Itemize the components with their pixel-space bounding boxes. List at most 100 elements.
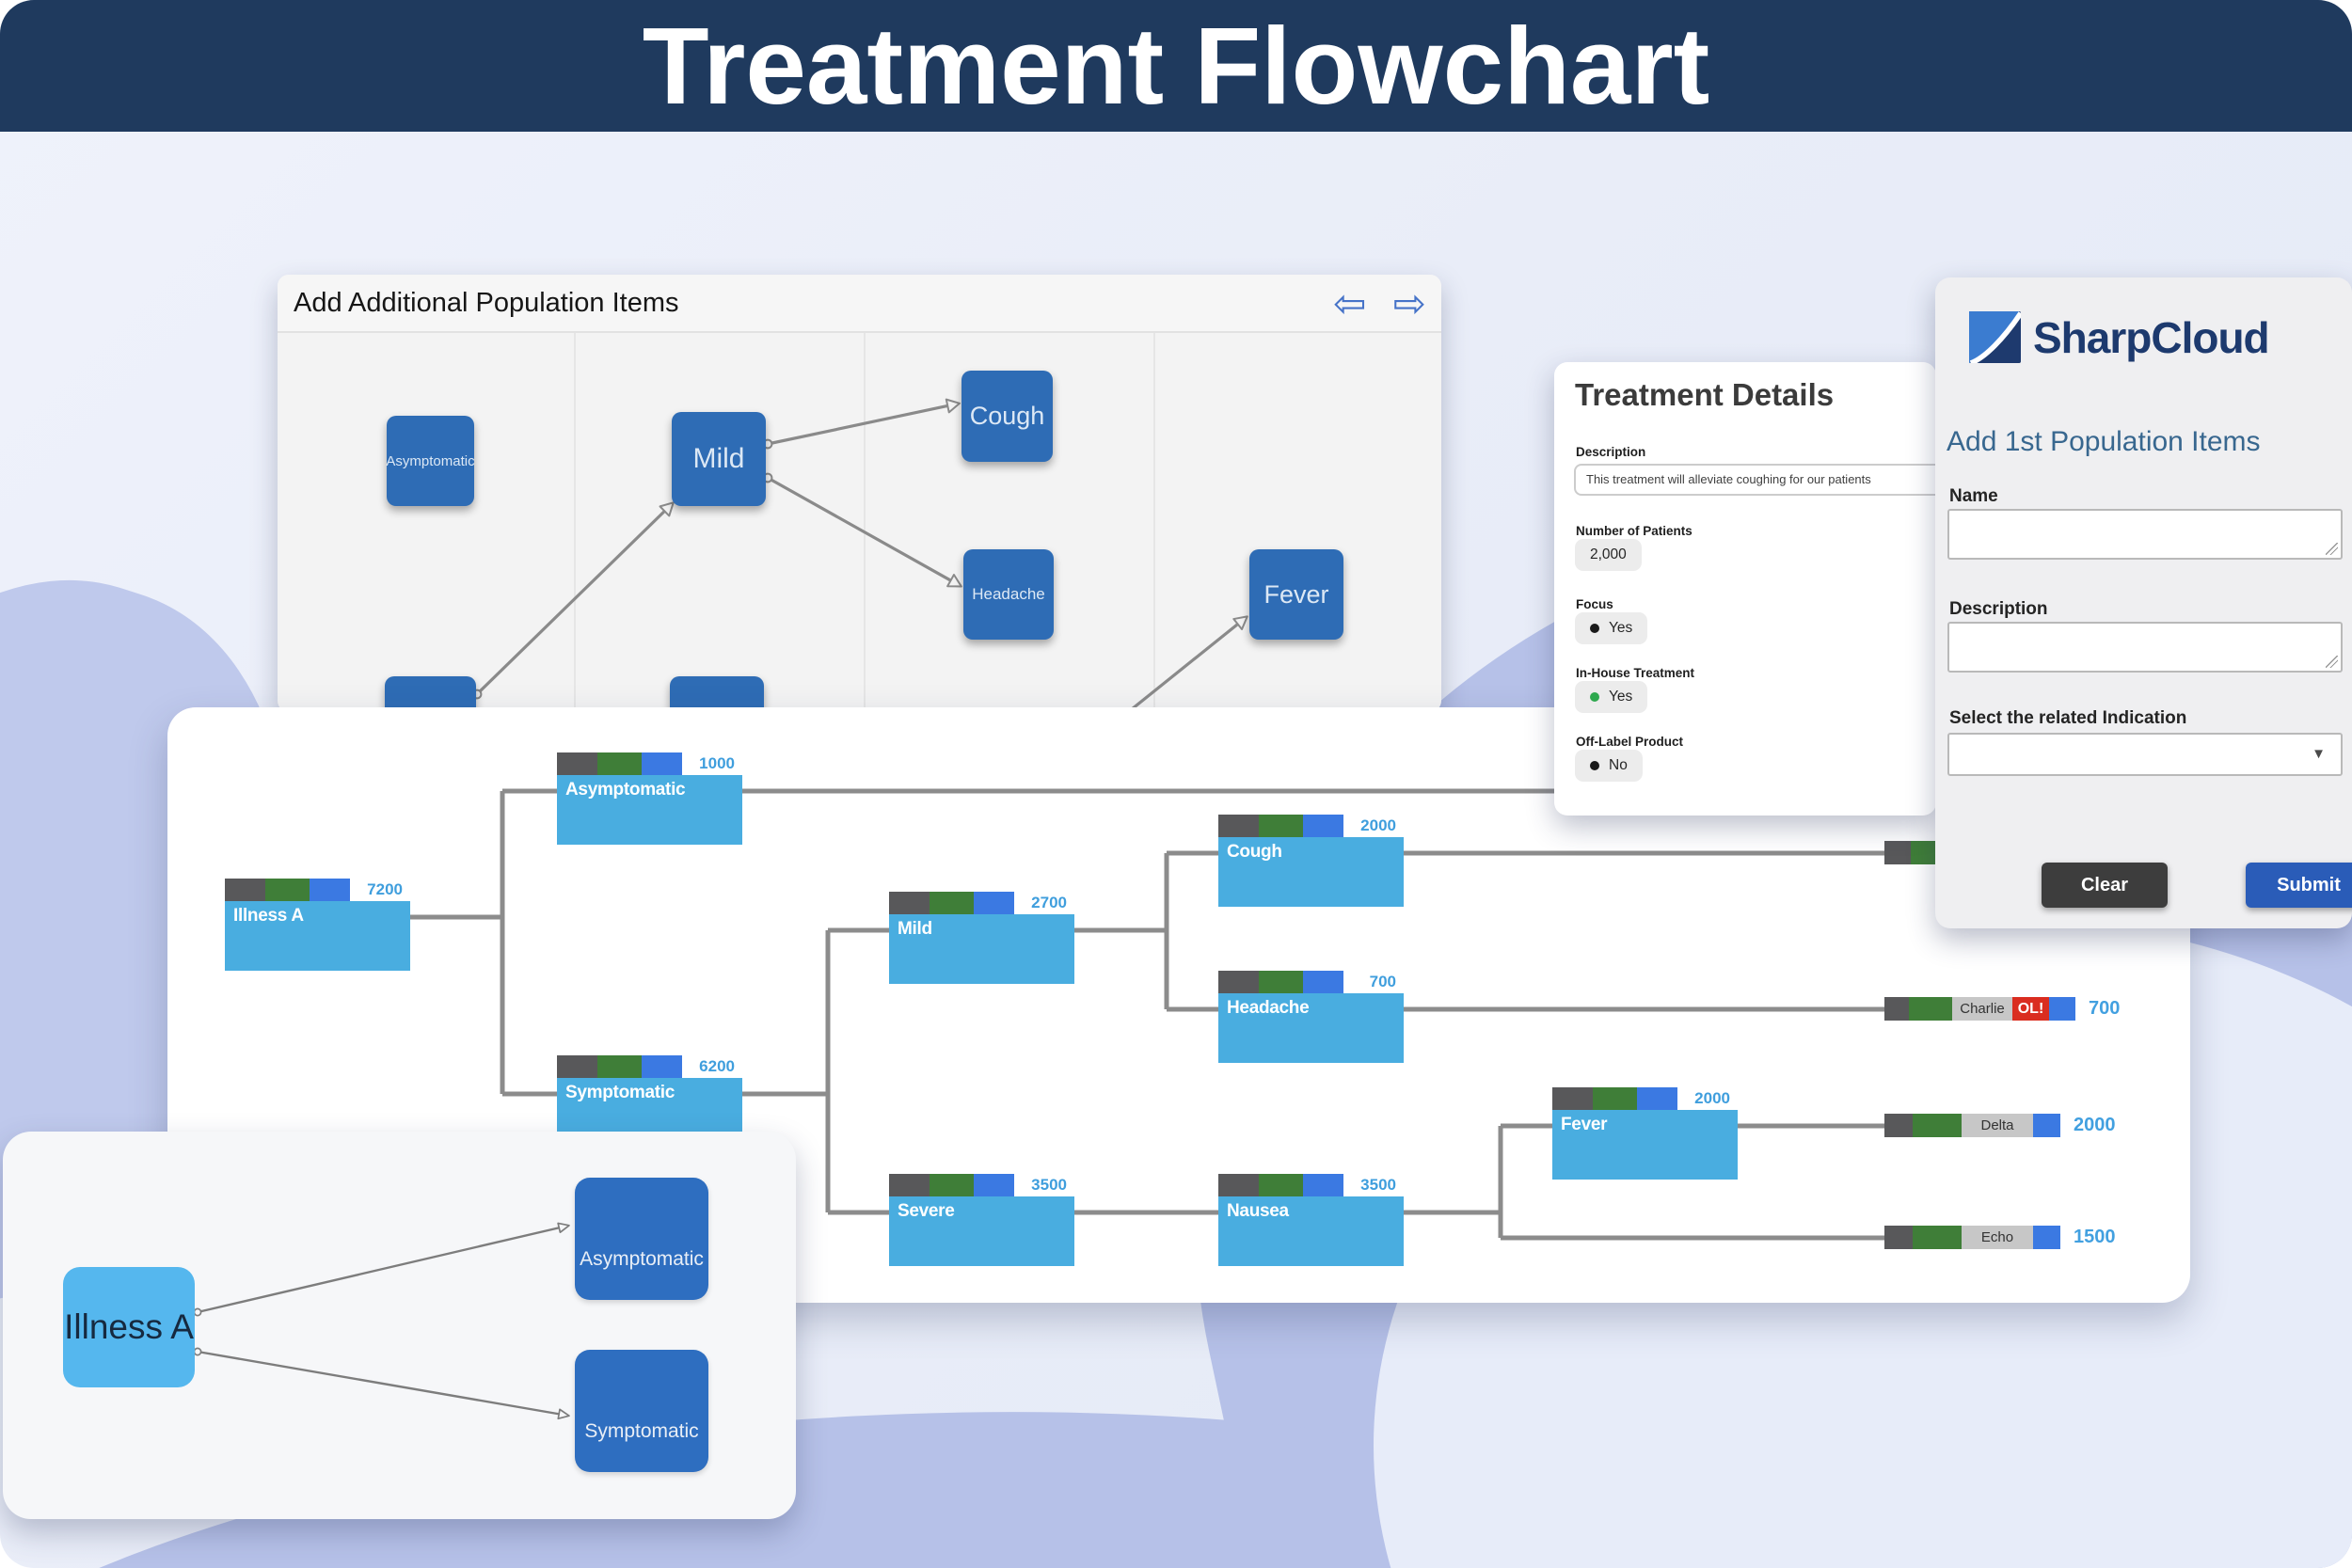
- segment-blue-icon: [310, 879, 350, 901]
- flowchart-panel-title: Add Additional Population Items: [294, 288, 679, 318]
- outcome-bar-echo[interactable]: Echo 1500: [1884, 1226, 2116, 1249]
- tree-node-label: Cough: [1218, 837, 1404, 907]
- page-title: Treatment Flowchart: [642, 5, 1710, 127]
- bar-segment-green: [1913, 1226, 1962, 1249]
- tree-node-value: 7200: [350, 879, 410, 901]
- segment-green-icon: [1259, 971, 1303, 993]
- offlabel-badge: No: [1575, 750, 1643, 782]
- tree-node-value: 3500: [1014, 1174, 1074, 1196]
- tree-node-value: 2000: [1343, 815, 1404, 837]
- segment-green-icon: [597, 752, 642, 775]
- treatment-details-title: Treatment Details: [1575, 377, 1835, 412]
- tree-node-label: Illness A: [225, 901, 410, 971]
- tree-node-header: 700: [1218, 971, 1404, 993]
- flow-node-asymptomatic[interactable]: Asymptomatic: [386, 416, 475, 506]
- outcome-bar-delta[interactable]: Delta 2000: [1884, 1114, 2116, 1137]
- flowchart-edges: [471, 398, 1248, 730]
- tree-node-label: Headache: [1218, 993, 1404, 1063]
- segment-blue-icon: [974, 892, 1014, 914]
- flow-node-mild[interactable]: Mild: [672, 412, 766, 506]
- description-input[interactable]: This treatment will alleviate coughing f…: [1574, 464, 1950, 496]
- tree-node-header: 3500: [889, 1174, 1074, 1196]
- submit-button[interactable]: Submit: [2246, 863, 2352, 908]
- bar-value: 2000: [2074, 1115, 2116, 1135]
- flowchart-editor-panel: Add Additional Population Items ⇦ ⇨ Asym…: [278, 275, 1441, 730]
- segment-dark-icon: [225, 879, 265, 901]
- name-textarea[interactable]: [1947, 509, 2343, 560]
- bar-segment-dark: [1884, 1226, 1913, 1249]
- bar-value: 1500: [2074, 1227, 2116, 1247]
- form-heading: Add 1st Population Items: [1947, 426, 2261, 457]
- offlabel-value: No: [1609, 757, 1628, 773]
- tree-node-header: 1000: [557, 752, 742, 775]
- clear-button[interactable]: Clear: [2042, 863, 2168, 908]
- forward-arrow-icon[interactable]: ⇨: [1392, 281, 1426, 325]
- focus-label: Focus: [1576, 597, 1613, 611]
- resize-handle-icon[interactable]: [2326, 543, 2338, 555]
- segment-blue-icon: [1303, 815, 1343, 837]
- segment-blue-icon: [1303, 971, 1343, 993]
- segment-blue-icon: [642, 752, 682, 775]
- flow-node-cough[interactable]: Cough: [961, 371, 1053, 462]
- sharpcloud-logo: SharpCloud: [1969, 311, 2270, 363]
- tree-connectors: [410, 788, 1884, 1241]
- focus-dot-icon: [1590, 624, 1599, 633]
- bar-segment-blue: [2033, 1226, 2060, 1249]
- flow-node-headache[interactable]: Headache: [963, 549, 1054, 640]
- tree-node-label: Asymptomatic: [557, 775, 742, 845]
- header-bar: Treatment Flowchart: [0, 0, 2352, 132]
- column-divider: [1153, 333, 1155, 712]
- inhouse-dot-icon: [1590, 692, 1599, 702]
- segment-dark-icon: [889, 892, 930, 914]
- chevron-down-icon: ▼: [2312, 746, 2326, 762]
- bar-segment-dark: [1884, 1114, 1913, 1137]
- tree-node-value: 700: [1343, 971, 1404, 993]
- treatment-details-card: Treatment Details Description This treat…: [1554, 362, 1950, 816]
- bar-segment-name: Charlie: [1952, 997, 2012, 1021]
- mini-node-asymptomatic[interactable]: Asymptomatic: [575, 1178, 708, 1300]
- tree-node-header: 2000: [1218, 815, 1404, 837]
- focus-value: Yes: [1609, 620, 1633, 636]
- segment-dark-icon: [1218, 1174, 1259, 1196]
- inhouse-badge: Yes: [1575, 681, 1648, 713]
- tree-node-label: Mild: [889, 914, 1074, 984]
- description-label: Description: [1949, 599, 2048, 619]
- segment-green-icon: [930, 1174, 974, 1196]
- segment-green-icon: [1259, 815, 1303, 837]
- outcome-bar-hidden[interactable]: [1884, 841, 1935, 864]
- patients-value: 2,000: [1590, 546, 1627, 562]
- tree-node-value: 6200: [682, 1055, 742, 1078]
- tree-node-header: 7200: [225, 879, 410, 901]
- flowchart-nav: ⇦ ⇨: [1311, 280, 1426, 326]
- segment-green-icon: [930, 892, 974, 914]
- bar-segment-green: [1913, 1114, 1962, 1137]
- description-input-value: This treatment will alleviate coughing f…: [1586, 472, 1871, 486]
- name-label: Name: [1949, 486, 1998, 506]
- resize-handle-icon[interactable]: [2326, 656, 2338, 668]
- segment-green-icon: [1593, 1087, 1637, 1110]
- mini-node-symptomatic[interactable]: Symptomatic: [575, 1350, 708, 1472]
- bar-segment-blue: [2033, 1114, 2060, 1137]
- mini-flowchart-arrows: [193, 1222, 570, 1420]
- description-textarea[interactable]: [1947, 622, 2343, 673]
- tree-node-value: 2000: [1677, 1087, 1738, 1110]
- tree-node-value: 1000: [682, 752, 742, 775]
- bar-segment-dark: [1884, 997, 1909, 1021]
- flow-node-fever[interactable]: Fever: [1249, 549, 1343, 640]
- segment-dark-icon: [557, 1055, 597, 1078]
- segment-green-icon: [1259, 1174, 1303, 1196]
- bar-segment-name: Delta: [1962, 1114, 2033, 1137]
- bar-segment-name: Echo: [1962, 1226, 2033, 1249]
- mini-node-illness-a[interactable]: Illness A: [63, 1267, 195, 1387]
- indication-select[interactable]: ▼: [1947, 733, 2343, 776]
- back-arrow-icon[interactable]: ⇦: [1333, 281, 1367, 325]
